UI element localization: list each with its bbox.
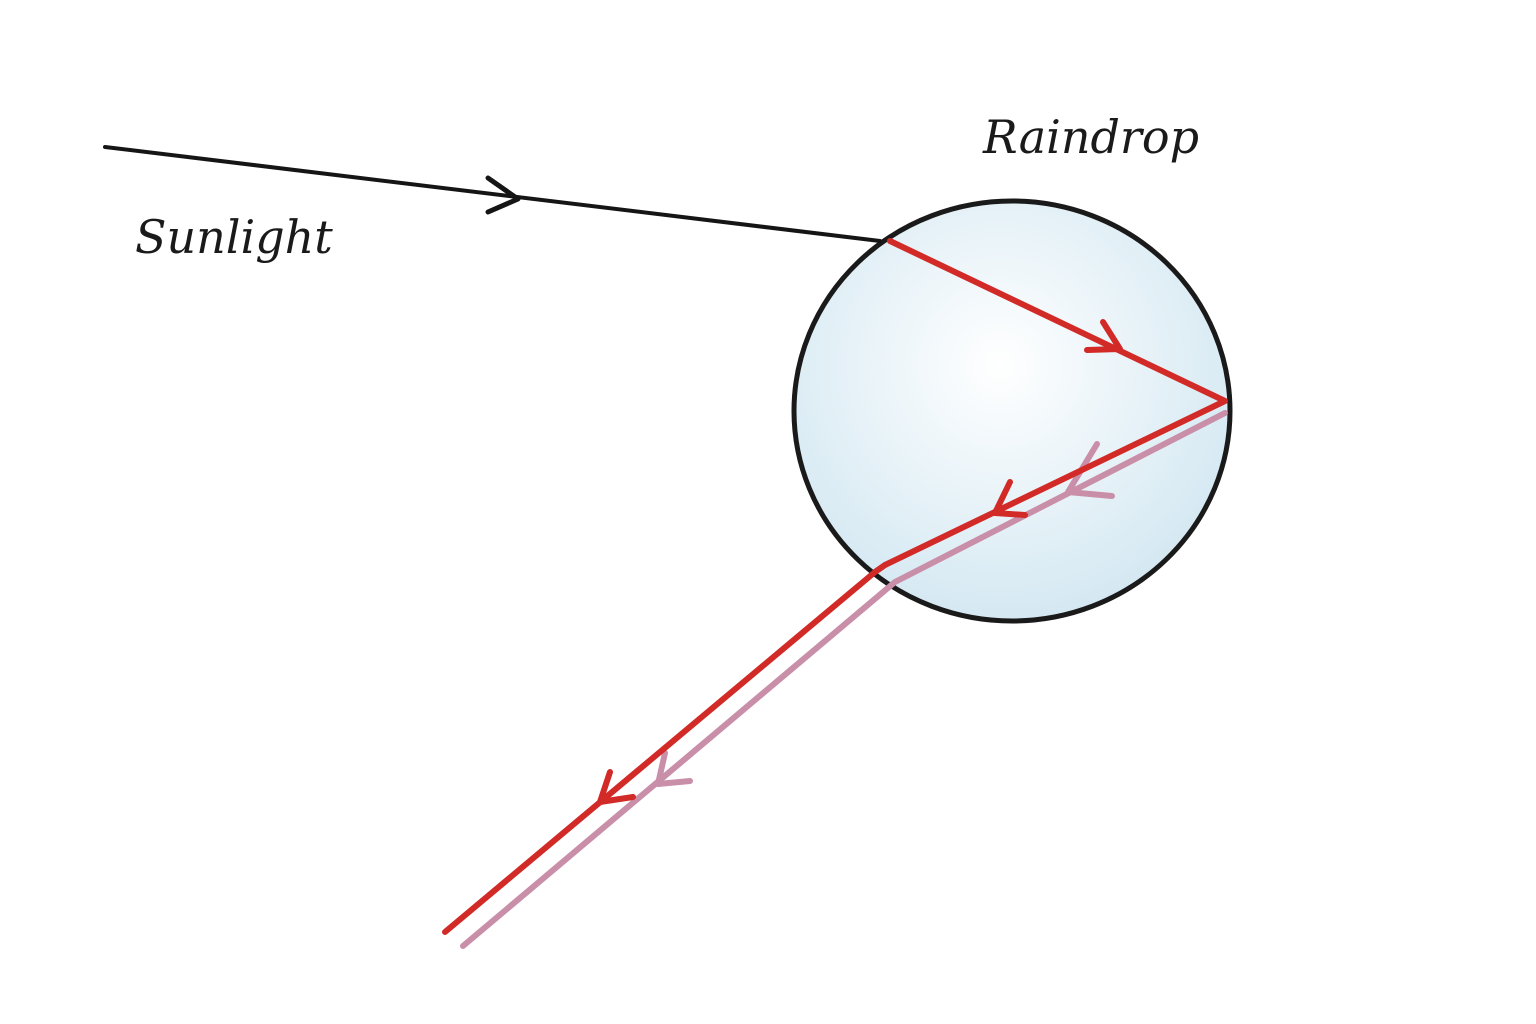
sunlight-arrowhead <box>485 175 521 215</box>
sunlight-label: Sunlight <box>135 210 333 264</box>
raindrop-circle <box>791 198 1233 624</box>
violet-arrowhead-inside <box>1065 441 1115 499</box>
red-arrowhead-reflected <box>992 479 1028 518</box>
red-arrowhead-incoming <box>1084 319 1123 353</box>
violet-arrowhead-outside <box>655 750 693 787</box>
violet-ray <box>460 410 1228 949</box>
raindrop-label: Raindrop <box>982 110 1199 164</box>
sunlight-ray <box>103 145 882 243</box>
red-arrowhead-exit <box>597 769 636 805</box>
red-ray <box>442 238 1228 935</box>
